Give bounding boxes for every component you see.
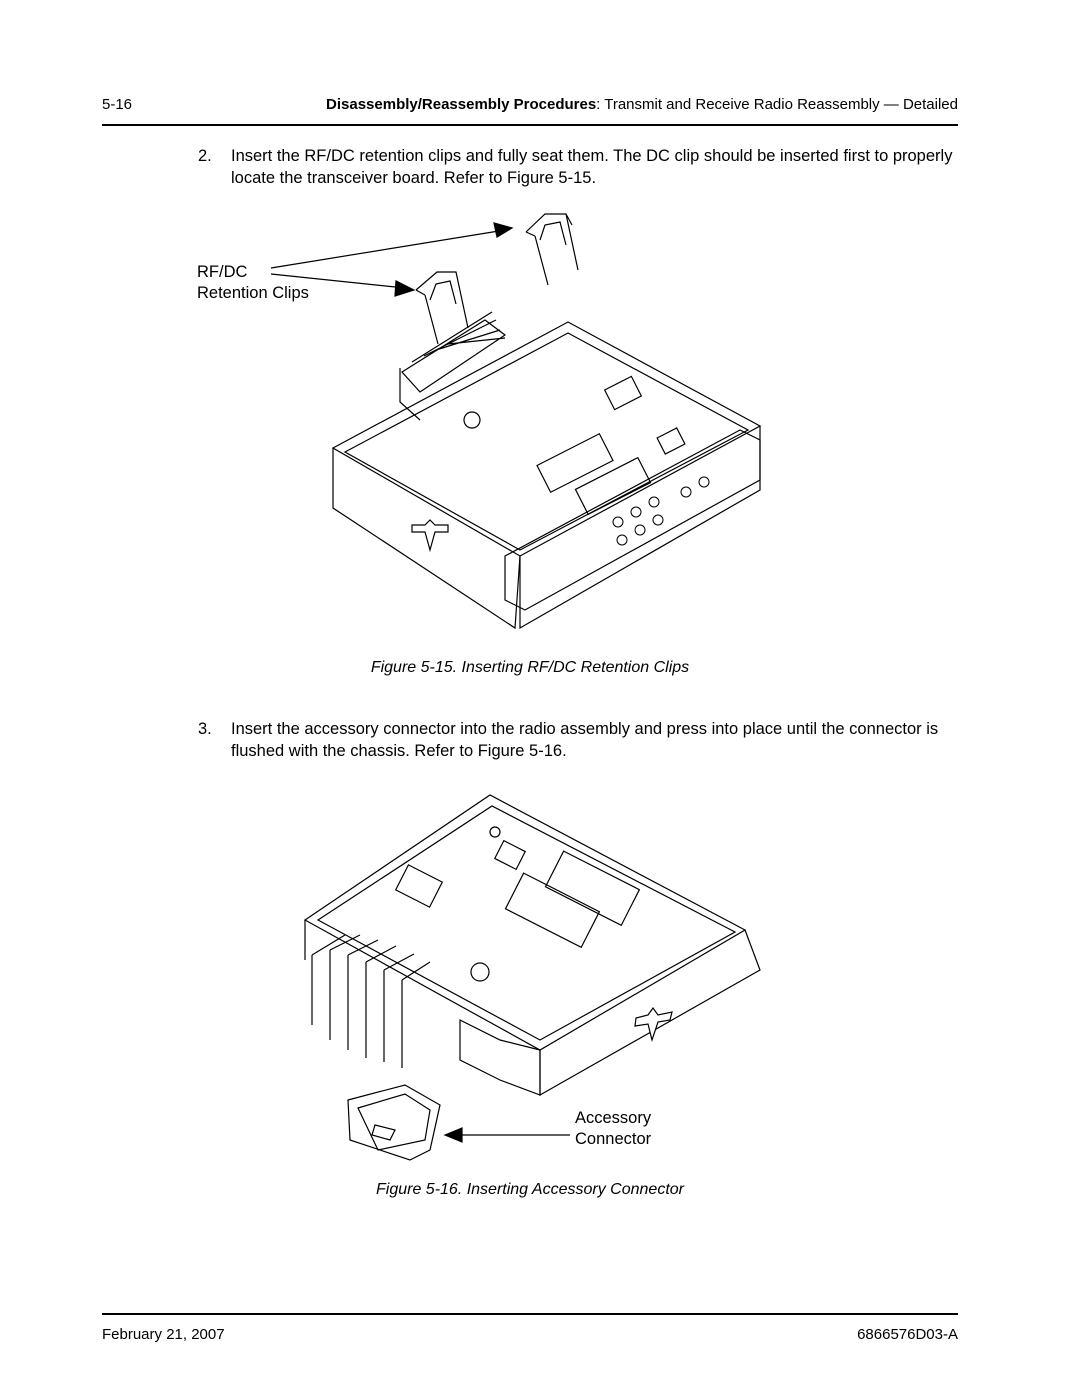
step-2: 2. Insert the RF/DC retention clips and … [198, 145, 958, 189]
callout-line: RF/DC [197, 263, 248, 281]
callout-line: Accessory [575, 1109, 652, 1127]
chassis-top [333, 322, 760, 556]
callout-line: Retention Clips [197, 284, 309, 302]
step-text: Insert the accessory connector into the … [231, 720, 939, 760]
logo-mark [412, 520, 448, 550]
retention-clip [416, 272, 468, 344]
section-title-rest: : Transmit and Receive Radio Reassembly … [596, 96, 958, 113]
footer-date: February 21, 2007 [102, 1326, 225, 1343]
module [537, 434, 613, 493]
step-text: Insert the RF/DC retention clips and ful… [231, 147, 953, 187]
leader-line [271, 230, 505, 268]
chassis-top [305, 795, 745, 1050]
figure-caption: Figure 5-16. Inserting Accessory Connect… [376, 1181, 684, 1198]
footer-rule [102, 1313, 958, 1315]
module [505, 873, 599, 947]
leader-line [271, 274, 405, 288]
header-rule [102, 124, 958, 126]
retention-clip [526, 214, 578, 285]
figure-caption: Figure 5-15. Inserting RF/DC Retention C… [370, 659, 690, 676]
figure-5-16-illustration [295, 785, 775, 1165]
accessory-callout-label: Accessory Connector [575, 1108, 651, 1150]
rfdc-callout-label: RF/DC Retention Clips [197, 262, 309, 304]
running-header: Disassembly/Reassembly Procedures: Trans… [326, 96, 958, 113]
page-number: 5-16 [102, 96, 133, 113]
step-number: 2. [198, 147, 212, 165]
figure-5-15-illustration [260, 205, 780, 645]
footer-doc-number: 6866576D03-A [857, 1326, 958, 1343]
logo-mark [635, 1008, 672, 1040]
step-3: 3. Insert the accessory connector into t… [198, 718, 958, 762]
arrowhead [494, 223, 512, 237]
section-title-bold: Disassembly/Reassembly Procedures [326, 96, 597, 113]
accessory-connector [348, 1085, 440, 1160]
callout-line: Connector [575, 1130, 652, 1148]
step-number: 3. [198, 720, 212, 738]
arrowhead [445, 1128, 462, 1142]
arrowhead [395, 281, 414, 296]
